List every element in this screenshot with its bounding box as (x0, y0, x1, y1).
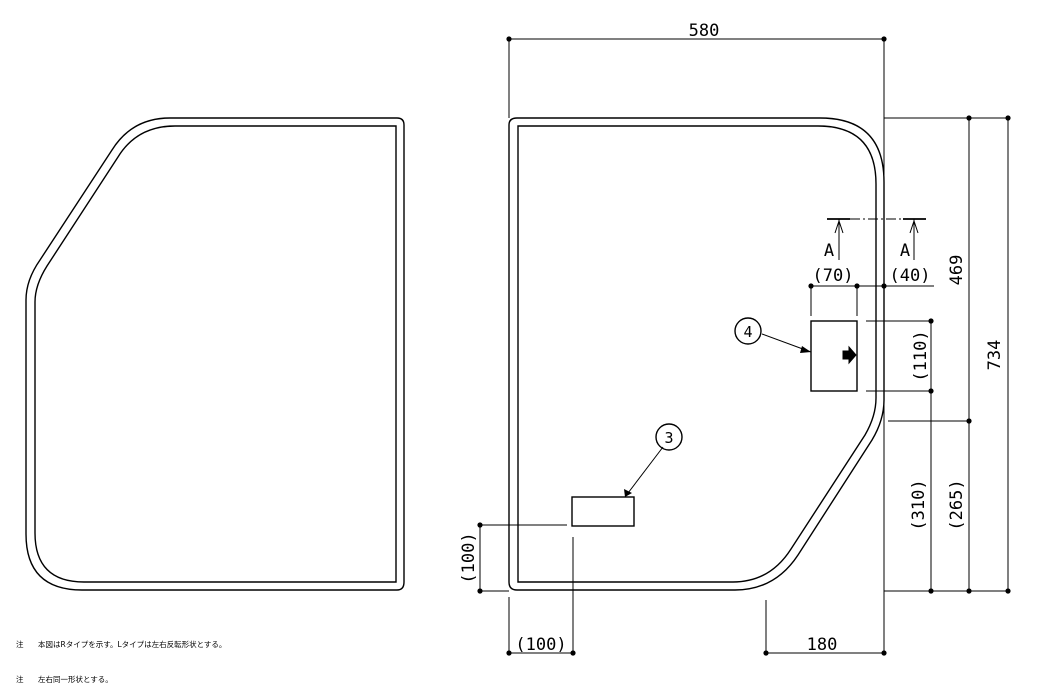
part-3-box (571, 496, 635, 527)
part-4-box (810, 320, 858, 392)
section-mark-right: A (900, 241, 910, 261)
dim-265: (265) (947, 479, 967, 530)
dimension-dot (966, 588, 972, 594)
callout-circle-4 (734, 317, 762, 345)
callout-label-4: 4 (743, 323, 752, 341)
leader-arrow-3 (624, 489, 632, 497)
dim-469: 469 (947, 255, 967, 286)
dimension-dot (570, 650, 576, 656)
note-2: 注 左右同一形状とする。 (16, 674, 113, 685)
dimension-dot (966, 115, 972, 121)
note-2-text: 左右同一形状とする。 (38, 675, 113, 684)
dimension-dots (477, 36, 1011, 656)
dimension-dot (477, 522, 483, 528)
dim-100-vertical: (100) (459, 532, 479, 583)
note-1-text: 本図はRタイプを示す。Lタイプは左右反転形状とする。 (38, 640, 227, 649)
dimension-dot (881, 36, 887, 42)
dimension-dot (763, 650, 769, 656)
dim-100-horizontal: (100) (515, 635, 566, 655)
dim-110: (110) (911, 330, 931, 381)
callout-circle-3 (655, 423, 683, 451)
dimension-dot (881, 283, 887, 289)
dimension-lines (479, 38, 1009, 654)
dimension-dot (506, 36, 512, 42)
note-1-mark: 注 (16, 640, 24, 649)
dimension-dot (808, 283, 814, 289)
dim-70: (70) (813, 266, 854, 286)
dimension-dot (928, 588, 934, 594)
dimension-dot (477, 588, 483, 594)
dim-310: (310) (909, 479, 929, 530)
dimension-dot (1005, 588, 1011, 594)
dim-40: (40) (890, 266, 931, 286)
leader-arrow-4 (800, 346, 811, 353)
section-mark-left: A (824, 241, 834, 261)
dimension-dot (854, 283, 860, 289)
left-panel-outline (25, 117, 405, 591)
dim-180: 180 (807, 635, 838, 655)
callout-label-3: 3 (664, 429, 673, 447)
note-1: 注 本図はRタイプを示す。Lタイプは左右反転形状とする。 (16, 639, 226, 650)
dimension-dot (928, 318, 934, 324)
arrow-icon (842, 345, 857, 365)
dimension-dot (506, 650, 512, 656)
dimension-dot (966, 418, 972, 424)
note-2-mark: 注 (16, 675, 24, 684)
dim-734: 734 (985, 340, 1005, 371)
dimension-dot (928, 388, 934, 394)
right-panel-outline (508, 117, 885, 591)
dimension-dot (881, 650, 887, 656)
dim-580: 580 (689, 21, 720, 41)
dimension-dot (1005, 115, 1011, 121)
